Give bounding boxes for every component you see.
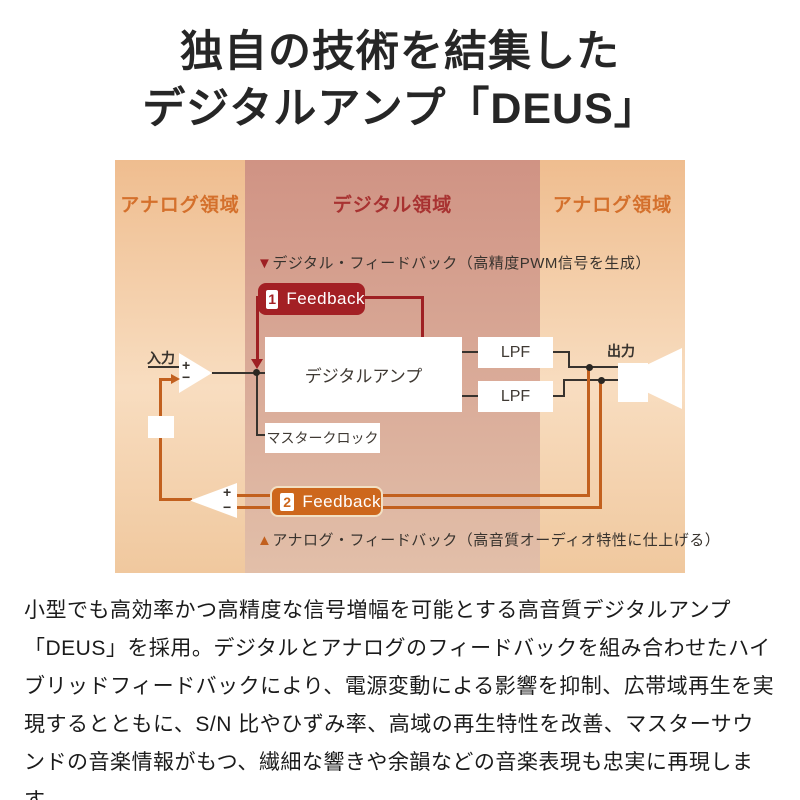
feedback-2-number: 2 — [280, 492, 295, 511]
wire-orange-tap-bottom — [599, 381, 602, 508]
block-master-clock: マスタークロック — [265, 423, 380, 453]
caption-digital-feedback-text: デジタル・フィードバック（高精度PWM信号を生成） — [272, 255, 651, 272]
body-line: 「DEUS」を採用。デジタルとアナログのフィードバックを組み合わせたハイ — [24, 637, 771, 660]
wire-orange-into-minus — [162, 378, 172, 381]
wire-orange-left-rise — [159, 378, 162, 501]
feedback-2-label: Feedback — [302, 491, 381, 511]
minus-sign: − — [182, 369, 191, 385]
triangle-down-marker: ▼ — [257, 255, 273, 272]
wire-clock-horizontal — [256, 434, 265, 436]
region-label-analog-left: アナログ領域 — [120, 195, 240, 216]
triangle-up-marker: ▲ — [257, 532, 273, 549]
feedback-1-number: 1 — [266, 289, 279, 309]
region-label-analog-right: アナログ領域 — [552, 195, 673, 216]
body-line: 現するとともに、S/N 比やひずみ率、高域の再生特性を改善、マスターサウ — [24, 713, 754, 736]
wire-amp-to-lpf-bottom — [462, 395, 478, 397]
title-line-1: 独自の技術を結集した — [180, 28, 620, 76]
wire-lpf-top-out — [553, 351, 570, 353]
junction-dot — [598, 377, 605, 384]
output-label: 出力 — [607, 343, 635, 359]
wire-orange-tap-top — [587, 368, 590, 496]
wire-input — [148, 366, 179, 368]
block-lpf-top: LPF — [478, 337, 553, 368]
junction-dot — [586, 364, 593, 371]
page-title: 独自の技術を結集した デジタルアンプ「DEUS」 — [0, 24, 800, 138]
wire-lpf-top-drop — [568, 351, 570, 368]
input-label: 入力 — [147, 350, 175, 366]
caption-analog-feedback: ▲アナログ・フィードバック（高音質オーディオ特性に仕上げる） — [257, 529, 720, 550]
body-paragraph: 小型でも高効率かつ高精度な信号増幅を可能とする高音質デジタルアンプ 「DEUS」… — [24, 592, 784, 800]
deus-block-diagram: アナログ領域 デジタル領域 アナログ領域 ▼デジタル・フィードバック（高精度PW… — [115, 160, 720, 573]
region-label-digital: デジタル領域 — [332, 195, 453, 216]
body-line: ブリッドフィードバックにより、電源変動による影響を抑制、広帯域再生を実 — [24, 675, 775, 698]
wire-to-speaker-bottom — [563, 379, 618, 381]
wire-to-speaker-top — [568, 366, 618, 368]
feedback-1-label: Feedback — [286, 289, 365, 308]
plus-sign: + — [223, 484, 232, 500]
arrow-down-icon — [251, 359, 263, 369]
block-lpf-bottom: LPF — [478, 381, 553, 412]
arrow-right-icon — [171, 374, 180, 384]
wire-orange-opamp2-out — [159, 498, 192, 501]
block-digital-amp: デジタルアンプ — [265, 337, 462, 412]
feedback-gain-block — [148, 416, 174, 438]
caption-analog-feedback-text: アナログ・フィードバック（高音質オーディオ特性に仕上げる） — [272, 532, 721, 549]
plus-sign: + — [182, 357, 191, 373]
wire-clock-vertical — [256, 374, 258, 436]
badge-feedback-1: 1 Feedback — [258, 283, 365, 315]
title-line-2: デジタルアンプ「DEUS」 — [142, 85, 658, 133]
body-line: ンドの音楽情報がもつ、繊細な響きや余韻などの音楽表現も忠実に再現します。 — [24, 751, 754, 800]
minus-sign: − — [223, 499, 232, 515]
badge-feedback-2: 2 Feedback — [270, 486, 383, 517]
junction-dot — [253, 369, 260, 376]
wire-lpf-bottom-rise — [563, 380, 565, 397]
caption-digital-feedback: ▼デジタル・フィードバック（高精度PWM信号を生成） — [257, 252, 651, 273]
wire-orange-return-top — [234, 494, 590, 497]
wire-opamp-to-amp — [212, 372, 265, 374]
wire-red-left-drop — [256, 298, 259, 360]
wire-orange-return-bottom — [234, 506, 602, 509]
wire-amp-to-lpf-top — [462, 351, 478, 353]
body-line: 小型でも高効率かつ高精度な信号増幅を可能とする高音質デジタルアンプ — [24, 599, 731, 622]
wire-lpf-bottom-out — [553, 395, 565, 397]
wire-red-right-drop — [421, 296, 424, 339]
